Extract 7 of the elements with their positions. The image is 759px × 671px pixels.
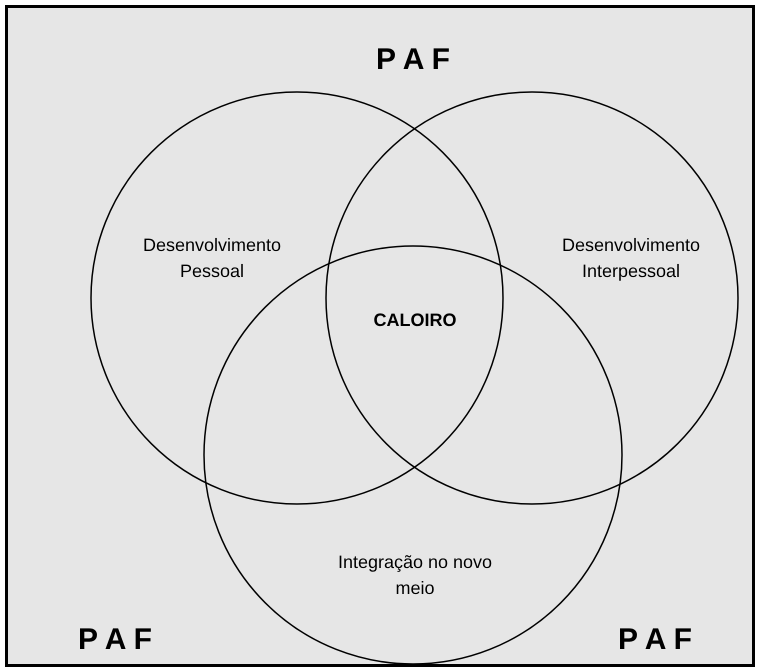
center-label: CALOIRO xyxy=(374,310,456,330)
corner-letters: P A F xyxy=(618,623,692,657)
set-label: Integração no novo meio xyxy=(336,551,494,600)
set-label: Desenvolvimento Interpessoal xyxy=(560,234,702,283)
corner-letters: P A F xyxy=(78,623,152,657)
heading-letters: P A F xyxy=(376,43,450,77)
set-label: Desenvolvimento Pessoal xyxy=(142,234,282,283)
